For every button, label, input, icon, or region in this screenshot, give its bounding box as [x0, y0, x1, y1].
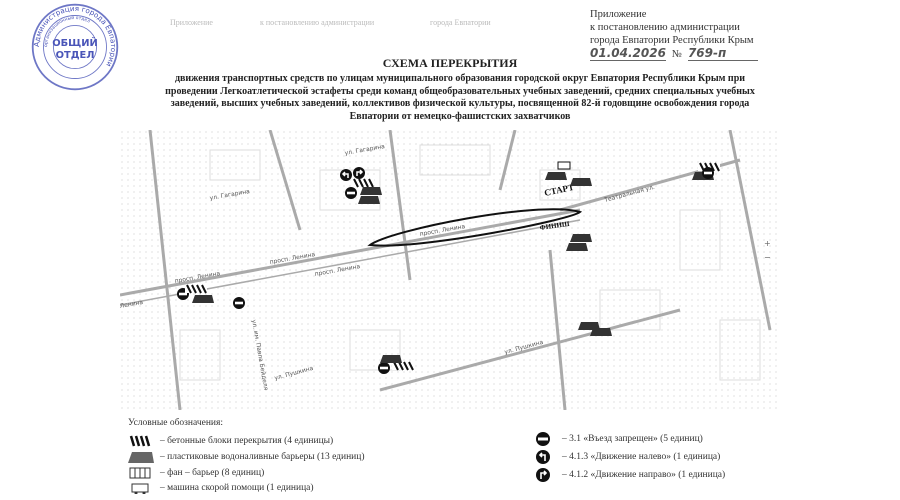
concrete-blocks-icon: [351, 178, 375, 188]
water-barrier-icon: [566, 243, 588, 251]
stamp-center-1: ОБЩИЙ: [52, 36, 98, 49]
appendix-line: к постановлению администрации: [590, 22, 740, 33]
no-entry-sign-icon: [233, 297, 245, 309]
concrete-blocks-icon: [184, 284, 208, 294]
street-label-lenina-west: Ленина: [120, 299, 144, 310]
legend-text: – 4.1.3 «Движение налево» (1 единица): [562, 452, 721, 462]
concrete-blocks-icon: [391, 361, 415, 371]
appendix-line: города Евпатории Республики Крым: [590, 35, 754, 46]
legend-text: – машина скорой помощи (1 единица): [160, 483, 314, 493]
water-barrier-icon: [128, 452, 154, 463]
official-stamp: Администрация города Евпатории организац…: [31, 3, 119, 91]
no-entry-sign-icon: [702, 167, 714, 179]
water-barrier-icon: [590, 328, 612, 336]
legend-heading: Условные обозначения:: [128, 418, 224, 428]
turn-right-sign-icon: [356, 169, 364, 176]
ambulance-icon: [557, 161, 571, 170]
no-entry-sign-icon: [345, 187, 357, 199]
number-prefix: №: [671, 49, 682, 60]
no-entry-sign-icon: [378, 362, 390, 374]
no-entry-sign-icon: [536, 432, 550, 446]
water-barrier-icon: [192, 295, 214, 303]
legend-text: – бетонные блоки перекрытия (4 единицы): [160, 436, 334, 446]
zoom-in-button[interactable]: +: [764, 239, 771, 248]
faded-text: Приложение: [170, 18, 213, 27]
turn-right-sign-icon: [536, 468, 550, 482]
faded-text: города Евпатории: [430, 18, 491, 27]
turn-left-sign-icon: [536, 450, 550, 464]
water-barrier-icon: [358, 196, 380, 204]
zoom-out-button[interactable]: −: [764, 253, 771, 262]
race-route: [367, 208, 583, 247]
appendix-line: Приложение: [590, 9, 647, 20]
water-barrier-icon: [570, 234, 592, 242]
legend-text: – 3.1 «Въезд запрещен» (5 единиц): [562, 434, 703, 444]
water-barrier-icon: [380, 355, 402, 363]
decree-date: 01.04.2026: [590, 46, 666, 61]
legend-text: – 4.1.2 «Движение направо» (1 единица): [562, 470, 726, 480]
concrete-blocks-icon: [129, 435, 151, 447]
water-barrier-icon: [570, 178, 592, 186]
appendix-block: Приложение к постановлению администрации…: [590, 8, 758, 61]
fan-barrier-icon: [129, 467, 151, 479]
decree-number: 769-п: [687, 47, 758, 61]
faded-text: к постановлению администрации: [260, 18, 375, 27]
document-title: СХЕМА ПЕРЕКРЫТИЯ: [382, 56, 518, 70]
turn-left-sign-icon: [341, 171, 349, 178]
ambulance-icon: [131, 483, 149, 494]
closure-map[interactable]: просп. Ленина просп. Ленина просп. Ленин…: [120, 130, 780, 410]
water-barrier-icon: [360, 187, 382, 195]
traffic-sign-group: [177, 161, 721, 374]
document-subtitle: движения транспортных средств по улицам …: [165, 73, 755, 122]
legend-text: – пластиковые водоналивные барьеры (13 е…: [160, 452, 365, 462]
stamp-center-2: ОТДЕЛ: [56, 50, 95, 61]
legend-text: – фан – барьер (8 единиц): [160, 468, 265, 478]
water-barrier-icon: [545, 172, 567, 180]
